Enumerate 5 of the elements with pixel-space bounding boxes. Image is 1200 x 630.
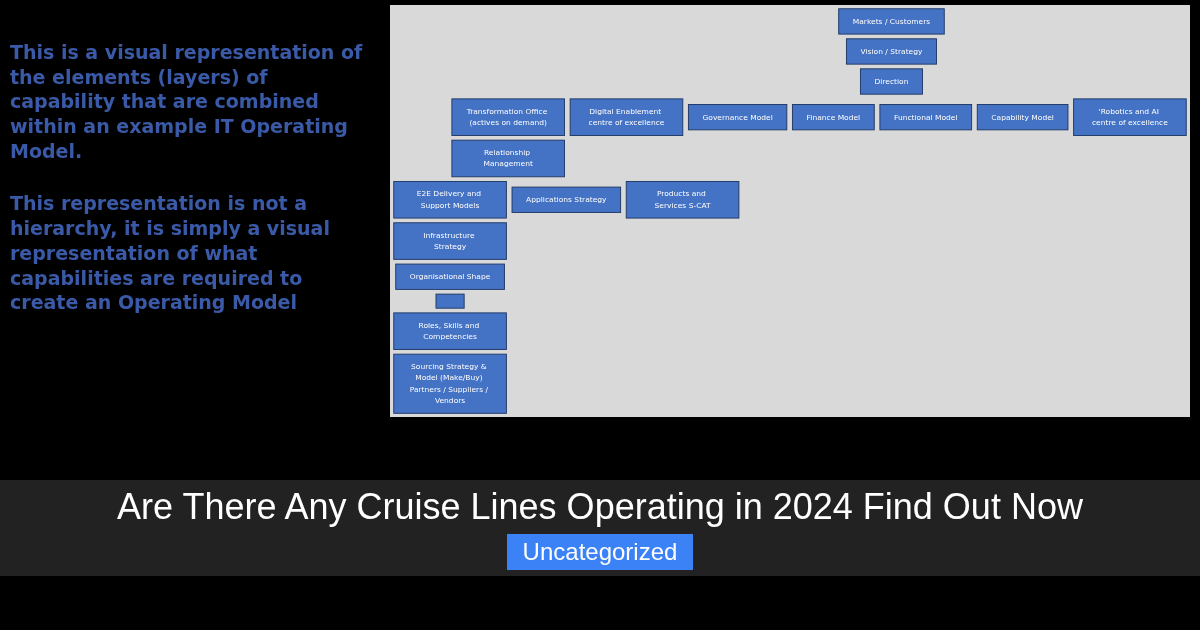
category-tag: Uncategorized: [506, 534, 694, 570]
title: Are There Any Cruise Lines Operating in 2024 Find Out Now: [116, 486, 1084, 528]
node-bar: [435, 293, 465, 309]
note-text: This is a visual representation of the elements (layers) of capability that are combined within an example IT Operating Model.: [10, 40, 364, 164]
note-text: This representation is not a hierarchy, it is simply a visual representation of what capabilities are required to create an Operating Model: [10, 191, 331, 315]
